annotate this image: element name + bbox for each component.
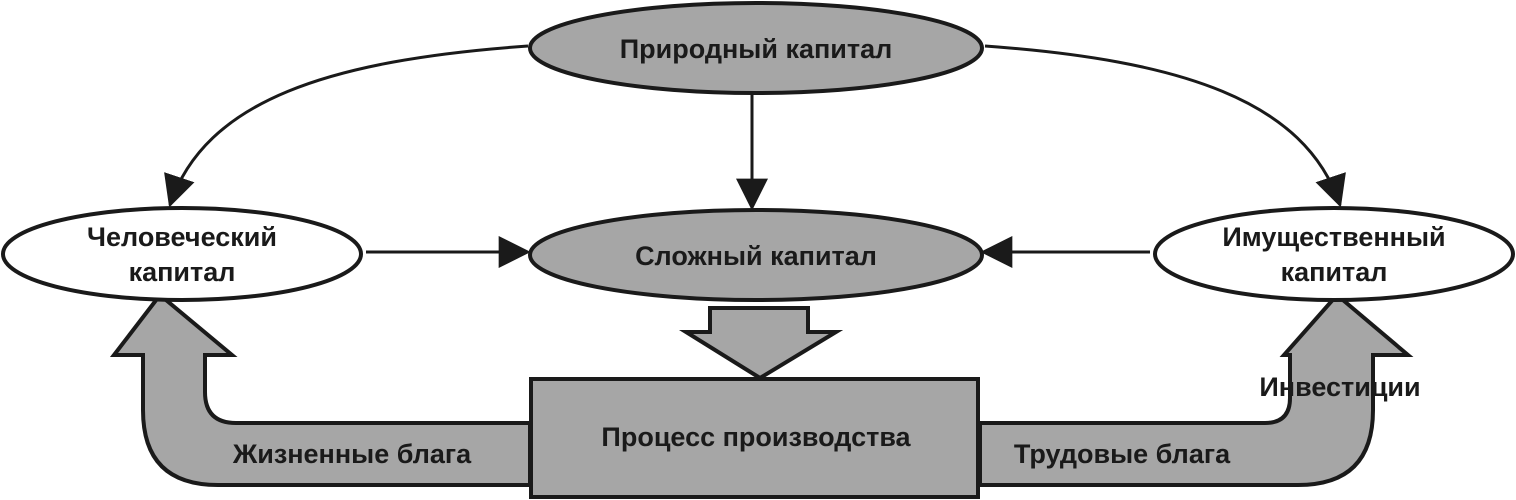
- labor-goods-label: Трудовые блага: [1014, 439, 1231, 469]
- natural-capital-node: [528, 1, 984, 95]
- natural-to-human-arrow: [164, 44, 529, 208]
- complex-capital-node: [528, 208, 984, 302]
- natural-capital-label: Природный капитал: [620, 34, 893, 64]
- life-goods-flow-arrow: [109, 292, 532, 487]
- property-capital-label-line2: капитал: [1281, 257, 1388, 287]
- investments-label: Инвестиции: [1259, 372, 1420, 402]
- human-capital-label-line1: Человеческий: [87, 222, 277, 252]
- complex-to-production-block-arrow: [678, 306, 844, 381]
- property-capital-node: [1153, 206, 1515, 302]
- natural-to-property-arrow: [984, 44, 1346, 208]
- life-goods-label: Жизненные блага: [232, 439, 472, 469]
- production-box: [529, 377, 980, 499]
- human-capital-label-line2: капитал: [129, 257, 236, 287]
- labor-goods-flow-arrow: [978, 292, 1414, 487]
- complex-capital-label: Сложный капитал: [635, 241, 877, 271]
- property-capital-label-line1: Имущественный: [1222, 222, 1445, 252]
- production-label: Процесс производства: [601, 422, 911, 452]
- human-capital-node: [1, 206, 363, 302]
